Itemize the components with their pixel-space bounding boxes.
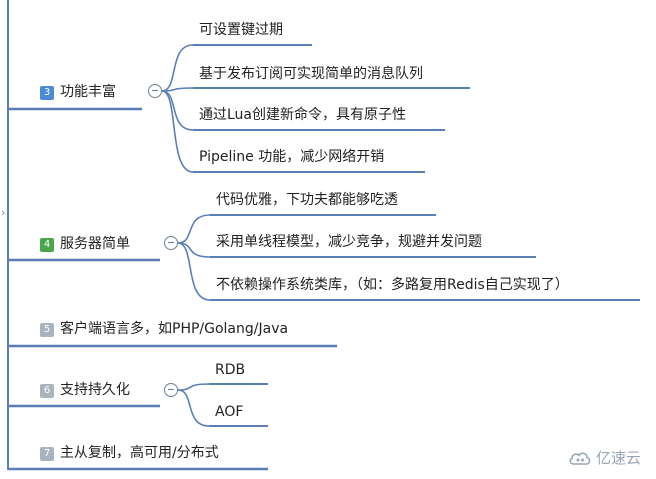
leaf-node[interactable]: Pipeline 功能，减少网络开销: [199, 149, 385, 165]
branch-5-node[interactable]: 5 客户端语言多，如PHP/Golang/Java: [40, 320, 288, 338]
branch-3-node[interactable]: 3 功能丰富: [40, 83, 116, 101]
leaf-node[interactable]: 通过Lua创建新命令，具有原子性: [199, 107, 407, 123]
branch-label: 客户端语言多，如PHP/Golang/Java: [60, 321, 289, 337]
branch-label: 支持持久化: [60, 382, 130, 398]
leaf-node[interactable]: RDB: [215, 362, 246, 378]
leaf-node[interactable]: 可设置键过期: [199, 22, 283, 38]
collapse-button[interactable]: [164, 383, 178, 397]
branch-6-connector: [177, 389, 210, 427]
branch-number-badge: 6: [40, 384, 54, 398]
branch-number-badge: 4: [40, 238, 54, 252]
branch-number-badge: 5: [40, 323, 54, 337]
collapse-button[interactable]: [164, 236, 178, 250]
trunk-line: [7, 0, 14, 470]
branch-label: 功能丰富: [60, 84, 116, 100]
branch-4-connector: [177, 242, 211, 301]
branch-number-badge: 7: [40, 447, 54, 461]
leaf-node[interactable]: AOF: [215, 404, 244, 420]
branch-6-node[interactable]: 6 支持持久化: [40, 381, 130, 399]
leaf-node[interactable]: 不依赖操作系统类库，（如：多路复用Redis自己实现了）: [216, 277, 569, 293]
branch-6-connector: [177, 383, 210, 391]
leaf-node[interactable]: 基于发布订阅可实现简单的消息队列: [199, 66, 423, 82]
collapse-button[interactable]: [148, 84, 162, 98]
cloud-logo-icon: [569, 452, 591, 465]
branch-3-connector: [161, 90, 194, 131]
branch-label: 主从复制，高可用/分布式: [60, 445, 219, 461]
branch-3-connector: [161, 44, 194, 92]
leaf-node[interactable]: 采用单线程模型，减少竞争，规避并发问题: [216, 234, 482, 250]
branch-4-connector: [177, 214, 211, 244]
branch-4-node[interactable]: 4 服务器简单: [40, 235, 130, 253]
chevron-right-icon[interactable]: ›: [1, 206, 6, 219]
branch-3-connector: [161, 90, 194, 173]
watermark-text: 亿速云: [596, 449, 642, 467]
branch-7-node[interactable]: 7 主从复制，高可用/分布式: [40, 444, 219, 462]
leaf-node[interactable]: 代码优雅，下功夫都能够吃透: [216, 192, 398, 208]
branch-number-badge: 3: [40, 86, 54, 100]
watermark: 亿速云: [568, 447, 641, 468]
branch-label: 服务器简单: [60, 236, 130, 252]
